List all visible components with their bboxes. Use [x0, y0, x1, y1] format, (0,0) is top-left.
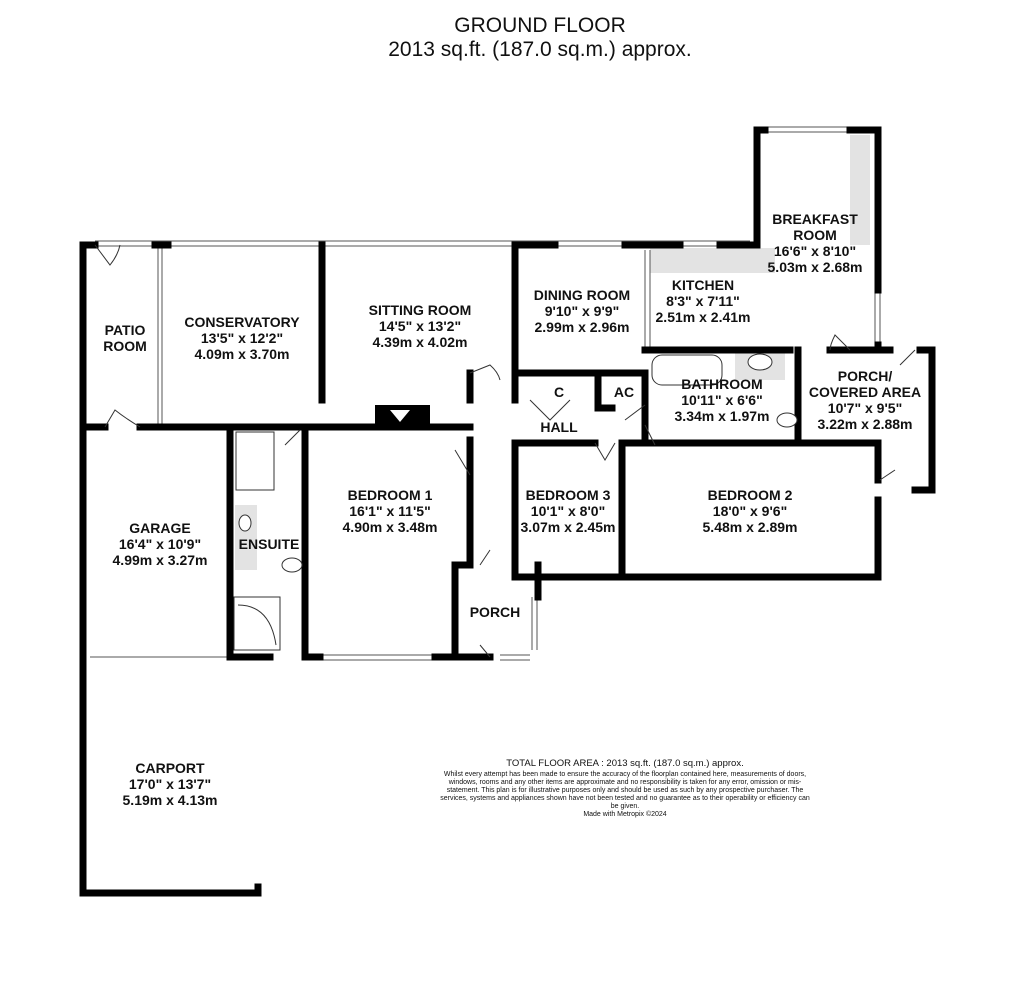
room-porch-covered-area: PORCH/ COVERED AREA 10'7" x 9'5" 3.22m x…: [809, 368, 921, 432]
room-name: PATIO ROOM: [103, 322, 147, 354]
disclaimer-text: Whilst every attempt has been made to en…: [440, 771, 810, 810]
room-imperial: 16'4" x 10'9": [118, 536, 202, 552]
fireplace-opening: [390, 410, 410, 422]
room-garage: GARAGE 16'4" x 10'9" 4.99m x 3.27m: [113, 520, 208, 568]
room-name: KITCHEN: [671, 277, 735, 293]
room-sitting: SITTING ROOM 14'5" x 13'2" 4.39m x 4.02m: [369, 302, 472, 350]
floor-title: GROUND FLOOR: [454, 14, 626, 37]
room-imperial: 18'0" x 9'6": [712, 503, 788, 519]
room-c: C: [554, 384, 564, 400]
room-name: PORCH: [469, 604, 521, 620]
room-hall: HALL: [540, 419, 577, 435]
room-patio: PATIO ROOM: [103, 322, 147, 354]
room-breakfast: BREAKFAST ROOM 16'6" x 8'10" 5.03m x 2.6…: [768, 211, 863, 275]
room-name: GARAGE: [129, 520, 191, 536]
room-name: SITTING ROOM: [368, 302, 472, 318]
room-metric: 3.34m x 1.97m: [674, 408, 770, 424]
room-metric: 5.03m x 2.68m: [767, 259, 863, 275]
room-ensuite: ENSUITE: [239, 536, 300, 552]
room-metric: 3.07m x 2.45m: [520, 519, 616, 535]
room-name: PORCH/ COVERED AREA: [808, 368, 922, 400]
room-metric: 5.19m x 4.13m: [122, 792, 218, 808]
room-imperial: 14'5" x 13'2": [378, 318, 462, 334]
room-imperial: 10'7" x 9'5": [827, 400, 903, 416]
room-name: CARPORT: [135, 760, 205, 776]
room-imperial: 17'0" x 13'7": [128, 776, 212, 792]
room-name: BEDROOM 2: [707, 487, 793, 503]
credit-text: Made with Metropix ©2024: [583, 811, 667, 818]
room-bathroom: BATHROOM 10'11" x 6'6" 3.34m x 1.97m: [675, 376, 770, 424]
sanitary-fixtures: [233, 353, 798, 651]
room-metric: 4.09m x 3.70m: [194, 346, 290, 362]
room-dining: DINING ROOM 9'10" x 9'9" 2.99m x 2.96m: [534, 287, 630, 335]
room-metric: 4.99m x 3.27m: [112, 552, 208, 568]
room-imperial: 13'5" x 12'2": [200, 330, 284, 346]
room-name: CONSERVATORY: [184, 314, 300, 330]
room-conservatory: CONSERVATORY 13'5" x 12'2" 4.09m x 3.70m: [184, 314, 299, 362]
room-name: BREAKFAST ROOM: [772, 211, 858, 243]
floor-area: 2013 sq.ft. (187.0 sq.m.) approx.: [388, 38, 692, 61]
room-imperial: 9'10" x 9'9": [544, 303, 620, 319]
room-bedroom3: BEDROOM 3 10'1" x 8'0" 3.07m x 2.45m: [521, 487, 616, 535]
room-metric: 4.39m x 4.02m: [372, 334, 468, 350]
room-name: DINING ROOM: [533, 287, 631, 303]
room-name: BEDROOM 3: [525, 487, 611, 503]
room-name: BATHROOM: [681, 376, 763, 392]
room-ac: AC: [614, 384, 634, 400]
room-metric: 2.51m x 2.41m: [655, 309, 751, 325]
room-metric: 4.90m x 3.48m: [342, 519, 438, 535]
room-name: BEDROOM 1: [347, 487, 433, 503]
room-bedroom1: BEDROOM 1 16'1" x 11'5" 4.90m x 3.48m: [343, 487, 438, 535]
room-porch: PORCH: [470, 604, 521, 620]
fixtures: [235, 135, 870, 570]
disclaimer: Whilst every attempt has been made to en…: [440, 771, 810, 819]
room-imperial: 16'6" x 8'10": [773, 243, 857, 259]
room-name: HALL: [540, 419, 578, 435]
room-name: C: [553, 384, 565, 400]
room-metric: 2.99m x 2.96m: [534, 319, 630, 335]
room-kitchen: KITCHEN 8'3" x 7'11" 2.51m x 2.41m: [656, 277, 751, 325]
room-name: ENSUITE: [238, 536, 300, 552]
room-metric: 3.22m x 2.88m: [817, 416, 913, 432]
room-name: AC: [613, 384, 635, 400]
room-bedroom2: BEDROOM 2 18'0" x 9'6" 5.48m x 2.89m: [703, 487, 798, 535]
walls: [79, 126, 936, 897]
room-carport: CARPORT 17'0" x 13'7" 5.19m x 4.13m: [123, 760, 218, 808]
total-floor-area: TOTAL FLOOR AREA : 2013 sq.ft. (187.0 sq…: [506, 758, 744, 769]
room-imperial: 8'3" x 7'11": [666, 293, 740, 309]
room-imperial: 16'1" x 11'5": [349, 503, 431, 519]
room-metric: 5.48m x 2.89m: [702, 519, 798, 535]
room-imperial: 10'11" x 6'6": [681, 392, 763, 408]
room-imperial: 10'1" x 8'0": [530, 503, 606, 519]
door-swings: [94, 244, 916, 658]
